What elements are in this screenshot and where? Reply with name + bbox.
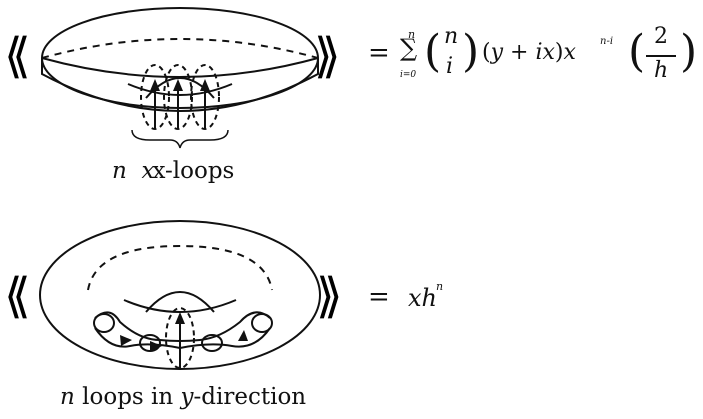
top-frac-bar bbox=[646, 55, 676, 57]
arrowhead-icon bbox=[150, 79, 160, 91]
top-factor-y: y bbox=[490, 40, 504, 65]
top-caption-rest: x-loops bbox=[152, 158, 235, 184]
bottom-caption-n: n bbox=[60, 384, 75, 410]
arrowhead-icon bbox=[150, 341, 162, 352]
bottom-y-loops bbox=[93, 307, 273, 369]
arrowhead-icon bbox=[120, 335, 132, 346]
top-factor-open: ( bbox=[482, 40, 491, 65]
bottom-caption-rest: -direction bbox=[193, 384, 307, 410]
bottom-handle-arc bbox=[145, 291, 215, 313]
bottom-right-bracket: ⟫ bbox=[316, 268, 343, 324]
top-frac-den: h bbox=[654, 58, 669, 83]
arrowhead-icon bbox=[173, 79, 183, 91]
bottom-x-loop bbox=[165, 307, 195, 369]
top-frac-open: ( bbox=[628, 26, 646, 77]
top-binom-close: ) bbox=[462, 26, 480, 77]
top-binom-top: n bbox=[444, 24, 459, 49]
arrowhead-icon bbox=[175, 312, 185, 324]
top-handle-wings bbox=[127, 83, 233, 96]
top-sum-upper: n bbox=[408, 28, 416, 41]
top-factor: (y + ix)x bbox=[482, 40, 576, 65]
top-sum-lower: i=0 bbox=[400, 70, 417, 80]
top-x-loops bbox=[140, 64, 220, 130]
bottom-rhs-base: xh bbox=[408, 284, 437, 312]
y-loop-link-4 bbox=[201, 334, 223, 352]
bottom-caption-mid: loops in bbox=[82, 384, 174, 410]
bottom-handle-wings bbox=[123, 299, 237, 313]
bottom-caption: n loops in y-direction bbox=[60, 384, 306, 410]
top-factor-close: ) bbox=[554, 40, 564, 65]
top-caption: n xx-loops bbox=[112, 158, 234, 184]
y-loop-link-2 bbox=[251, 313, 273, 333]
top-frac-num: 2 bbox=[654, 24, 668, 49]
top-binom-bottom: i bbox=[446, 54, 454, 79]
arrowhead-icon bbox=[200, 79, 210, 91]
top-right-bracket: ⟫ bbox=[314, 28, 341, 84]
top-brace bbox=[131, 129, 229, 149]
y-loop-link-1 bbox=[93, 313, 115, 333]
top-x-exponent: n-i bbox=[600, 36, 614, 47]
top-equals: = bbox=[368, 38, 390, 68]
top-torus-dashed-rim bbox=[41, 38, 319, 59]
bottom-rhs-exponent: n bbox=[436, 280, 444, 293]
bottom-arrowheads bbox=[120, 312, 248, 352]
top-torus-band bbox=[41, 58, 319, 112]
top-factor-plus: + bbox=[510, 40, 529, 65]
top-left-bracket: ⟪ bbox=[4, 28, 31, 84]
arrowhead-icon bbox=[238, 330, 248, 341]
bottom-torus-dashed-rim bbox=[87, 244, 273, 291]
bottom-caption-y: y bbox=[180, 384, 194, 410]
top-torus bbox=[41, 7, 319, 112]
top-frac-close: ) bbox=[680, 26, 698, 77]
bottom-torus bbox=[39, 220, 321, 370]
top-x-base: x bbox=[563, 40, 576, 65]
top-torus-front-rim bbox=[41, 57, 319, 78]
top-arrowheads bbox=[150, 79, 210, 91]
bottom-left-bracket: ⟪ bbox=[4, 268, 31, 324]
top-binom-open: ( bbox=[424, 26, 442, 77]
top-caption-x: x bbox=[141, 158, 155, 184]
top-sum-symbol: ∑ bbox=[400, 34, 418, 62]
top-caption-n: n bbox=[112, 158, 127, 184]
top-factor-ix: ix bbox=[535, 40, 555, 65]
bottom-equals: = bbox=[368, 282, 390, 312]
bottom-torus-outer bbox=[39, 220, 321, 370]
